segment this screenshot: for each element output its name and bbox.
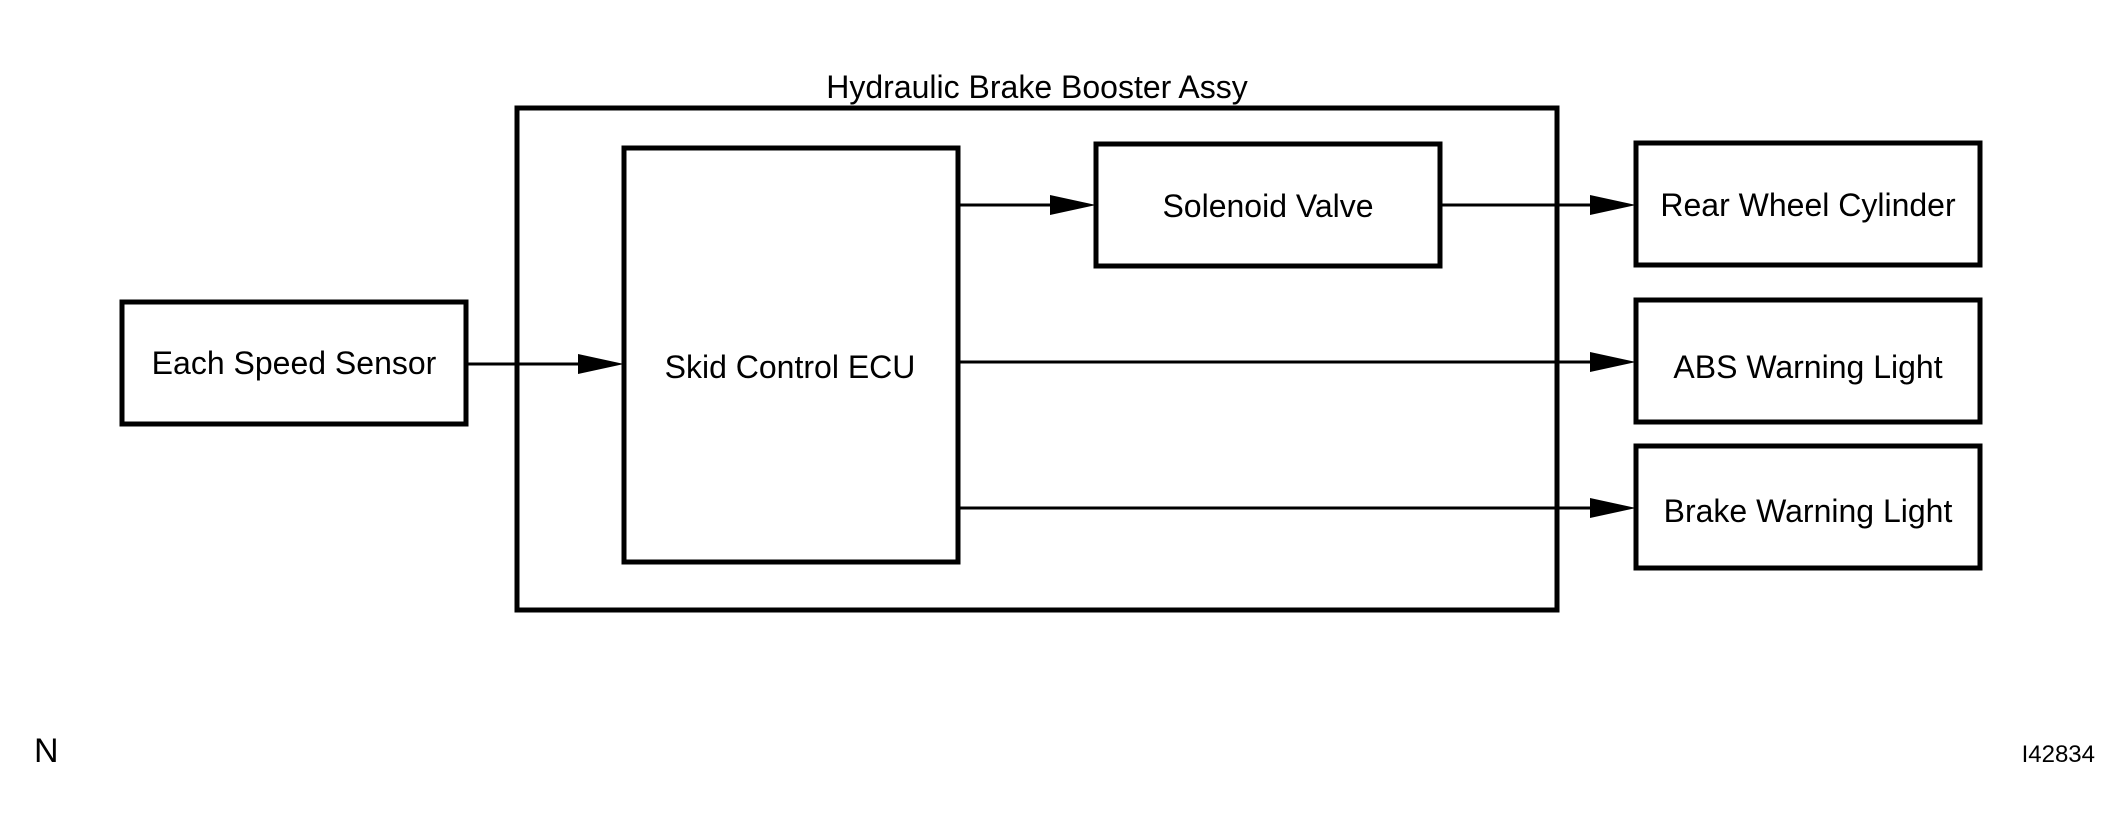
figure-id: I42834 <box>2022 741 2095 768</box>
arrowhead-icon <box>578 354 624 374</box>
each-speed-sensor-box <box>119 299 469 427</box>
connector-ecu-to-abs-warning-light <box>958 352 1636 372</box>
connector-ecu-to-brake-warning-light <box>958 498 1636 518</box>
rear-wheel-cylinder-box <box>1633 140 1983 268</box>
brake-warning-light-node: Brake Warning Light <box>1633 443 1983 571</box>
connector-speed-sensor-to-ecu <box>466 354 624 374</box>
arrowhead-icon <box>1590 498 1636 518</box>
connector-ecu-to-solenoid-valve <box>958 195 1096 215</box>
corner-mark-n: N <box>34 732 59 770</box>
solenoid-valve-box <box>1093 141 1443 269</box>
each-speed-sensor-label: Each Speed Sensor <box>152 345 437 381</box>
abs-warning-light-box <box>1633 297 1983 425</box>
brake-warning-light-label: Brake Warning Light <box>1664 493 1953 529</box>
arrowhead-icon <box>1590 195 1636 215</box>
abs-warning-light-label: ABS Warning Light <box>1673 349 1942 385</box>
rear-wheel-cylinder-label: Rear Wheel Cylinder <box>1660 187 1956 223</box>
hydraulic-brake-booster-assy-title: Hydraulic Brake Booster Assy <box>826 69 1248 105</box>
arrowhead-icon <box>1590 352 1636 372</box>
each-speed-sensor-node: Each Speed Sensor <box>119 299 469 427</box>
skid-control-ecu-node: Skid Control ECU <box>621 145 961 565</box>
rear-wheel-cylinder-node: Rear Wheel Cylinder <box>1633 140 1983 268</box>
skid-control-ecu-label: Skid Control ECU <box>665 349 916 385</box>
arrowhead-icon <box>1050 195 1096 215</box>
abs-warning-light-node: ABS Warning Light <box>1633 297 1983 425</box>
brake-warning-light-box <box>1633 443 1983 571</box>
connector-solenoid-valve-to-rear-wheel-cylinder <box>1440 195 1636 215</box>
skid-control-ecu-box <box>621 145 961 565</box>
solenoid-valve-label: Solenoid Valve <box>1162 188 1373 224</box>
solenoid-valve-node: Solenoid Valve <box>1093 141 1443 269</box>
